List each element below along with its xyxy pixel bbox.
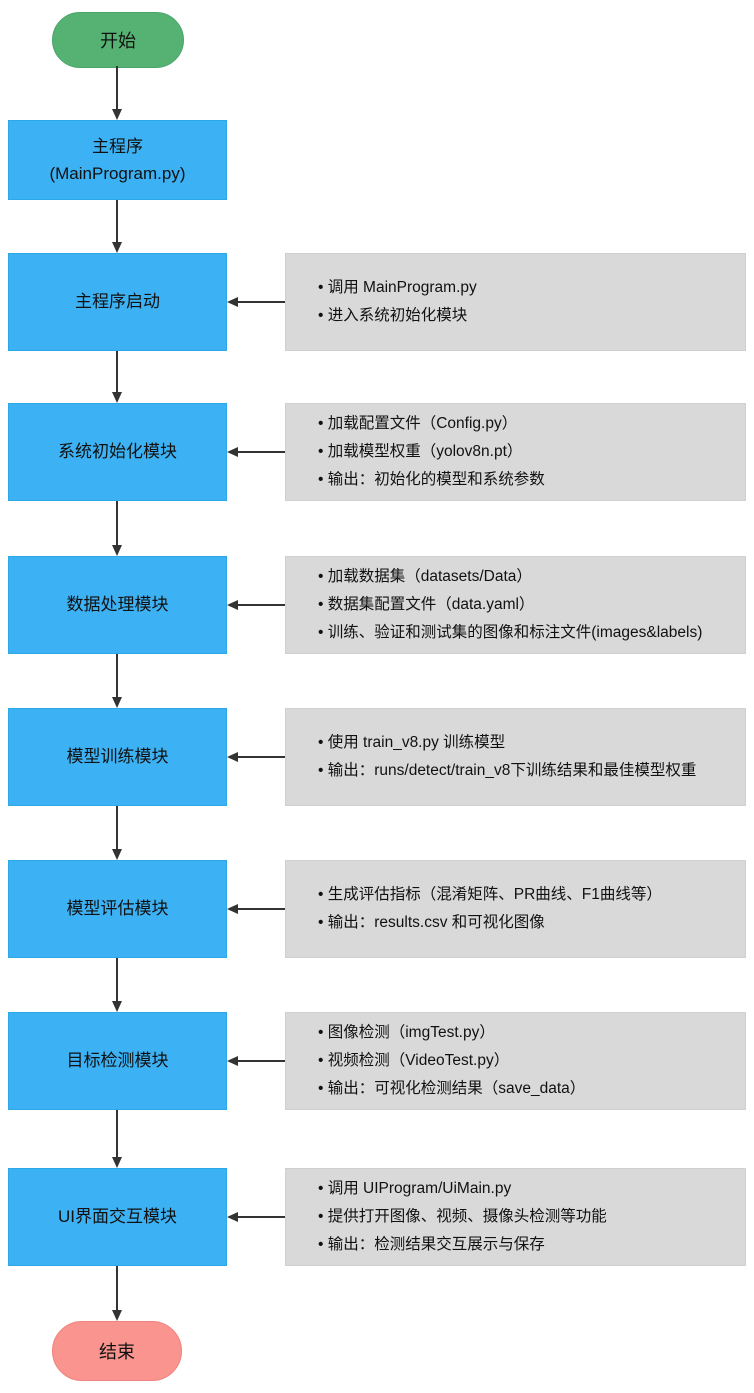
note-item: 训练、验证和测试集的图像和标注文件(images&labels) — [318, 619, 703, 647]
main-program-label: 主程序 — [92, 136, 143, 156]
note-item: 使用 train_v8.py 训练模型 — [318, 729, 696, 757]
process-label: 模型评估模块 — [66, 899, 169, 919]
arrow-down-line — [116, 351, 118, 392]
note-item: 输出：runs/detect/train_v8下训练结果和最佳模型权重 — [318, 757, 697, 785]
note-box-data-processing: 加载数据集（datasets/Data） 数据集配置文件（data.yaml） … — [285, 556, 746, 654]
note-box-model-evaluation: 生成评估指标（混淆矩阵、PR曲线、F1曲线等） 输出：results.csv 和… — [285, 860, 746, 958]
note-item: 调用 MainProgram.py — [318, 274, 477, 302]
arrow-left-icon — [227, 447, 238, 457]
arrow-down-icon — [112, 1157, 122, 1168]
arrow-left-line — [237, 451, 285, 453]
arrow-left-line — [237, 908, 285, 910]
start-label: 开始 — [100, 31, 136, 51]
note-item: 图像检测（imgTest.py） — [318, 1019, 585, 1047]
note-item: 调用 UIProgram/UiMain.py — [318, 1175, 607, 1203]
note-item: 加载配置文件（Config.py） — [318, 410, 545, 438]
note-item: 生成评估指标（混淆矩阵、PR曲线、F1曲线等） — [318, 881, 662, 909]
arrow-down-icon — [112, 849, 122, 860]
arrow-down-icon — [112, 545, 122, 556]
arrow-left-icon — [227, 600, 238, 610]
process-box-model-evaluation: 模型评估模块 — [8, 860, 227, 958]
arrow-down-icon — [112, 392, 122, 403]
process-label: 数据处理模块 — [66, 595, 169, 615]
note-box-object-detection: 图像检测（imgTest.py） 视频检测（VideoTest.py） 输出：可… — [285, 1012, 746, 1110]
note-box-system-init: 加载配置文件（Config.py） 加载模型权重（yolov8n.pt） 输出：… — [285, 403, 746, 501]
process-label: 目标检测模块 — [66, 1051, 169, 1071]
note-item: 输出：初始化的模型和系统参数 — [318, 466, 545, 494]
process-box-main-program: 主程序 (MainProgram.py) — [8, 120, 227, 200]
note-item: 提供打开图像、视频、摄像头检测等功能 — [318, 1203, 607, 1231]
arrow-down-line — [116, 958, 118, 1001]
start-node: 开始 — [52, 12, 184, 68]
note-item: 视频检测（VideoTest.py） — [318, 1047, 585, 1075]
process-box-model-training: 模型训练模块 — [8, 708, 227, 806]
process-box-system-init: 系统初始化模块 — [8, 403, 227, 501]
arrow-left-line — [237, 1060, 285, 1062]
end-node: 结束 — [52, 1321, 182, 1381]
arrow-left-line — [237, 1216, 285, 1218]
arrow-down-line — [116, 1266, 118, 1310]
arrow-down-line — [116, 200, 118, 242]
arrow-down-icon — [112, 1310, 122, 1321]
process-label: UI界面交互模块 — [58, 1207, 177, 1227]
arrow-down-icon — [112, 697, 122, 708]
arrow-left-icon — [227, 1056, 238, 1066]
note-item: 输出：results.csv 和可视化图像 — [318, 909, 662, 937]
arrow-down-icon — [112, 1001, 122, 1012]
process-box-program-start: 主程序启动 — [8, 253, 227, 351]
note-box-program-start: 调用 MainProgram.py 进入系统初始化模块 — [285, 253, 746, 351]
arrow-left-line — [237, 604, 285, 606]
main-program-sublabel: (MainProgram.py) — [49, 164, 186, 183]
arrow-down-line — [116, 1110, 118, 1157]
process-box-ui-interaction: UI界面交互模块 — [8, 1168, 227, 1266]
arrow-down-line — [116, 66, 118, 109]
process-label: 系统初始化模块 — [58, 442, 177, 462]
process-box-data-processing: 数据处理模块 — [8, 556, 227, 654]
note-item: 进入系统初始化模块 — [318, 302, 477, 330]
note-item: 输出：检测结果交互展示与保存 — [318, 1231, 607, 1259]
note-box-ui-interaction: 调用 UIProgram/UiMain.py 提供打开图像、视频、摄像头检测等功… — [285, 1168, 746, 1266]
process-label: 模型训练模块 — [66, 747, 169, 767]
note-item: 加载模型权重（yolov8n.pt） — [318, 438, 545, 466]
process-box-object-detection: 目标检测模块 — [8, 1012, 227, 1110]
arrow-left-icon — [227, 752, 238, 762]
note-item: 输出：可视化检测结果（save_data） — [318, 1075, 586, 1103]
arrow-left-icon — [227, 297, 238, 307]
end-label: 结束 — [99, 1342, 135, 1362]
note-item: 数据集配置文件（data.yaml） — [318, 591, 702, 619]
arrow-down-line — [116, 501, 118, 545]
arrow-left-line — [237, 756, 285, 758]
arrow-left-icon — [227, 1212, 238, 1222]
arrow-down-line — [116, 654, 118, 697]
note-item: 加载数据集（datasets/Data） — [318, 563, 702, 591]
arrow-left-line — [237, 301, 285, 303]
arrow-down-line — [116, 806, 118, 849]
process-label: 主程序启动 — [75, 292, 160, 312]
arrow-down-icon — [112, 109, 122, 120]
arrow-down-icon — [112, 242, 122, 253]
arrow-left-icon — [227, 904, 238, 914]
note-box-model-training: 使用 train_v8.py 训练模型 输出：runs/detect/train… — [285, 708, 746, 806]
